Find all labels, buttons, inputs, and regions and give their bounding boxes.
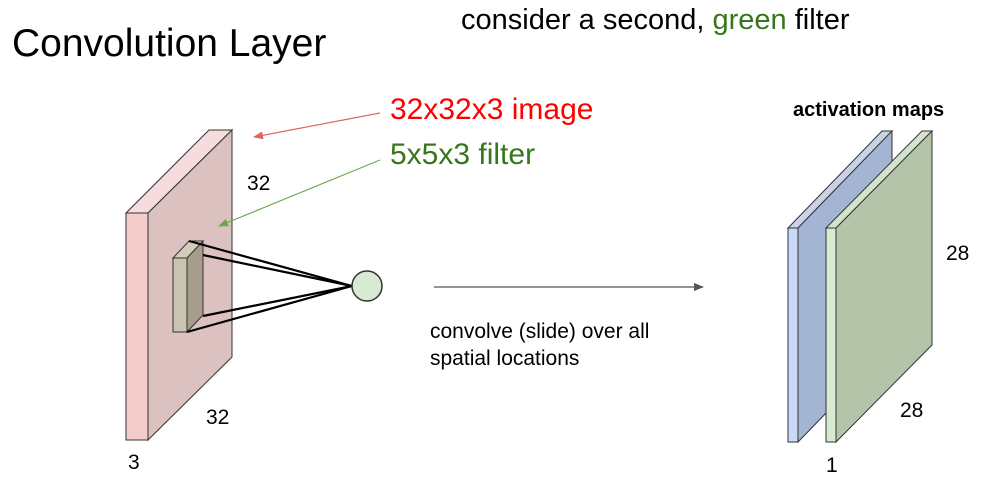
connection-line: [202, 284, 353, 318]
filter-box-front: [172, 257, 188, 333]
subtitle-text-after: filter: [786, 4, 850, 36]
activation-maps-title: activation maps: [793, 99, 945, 121]
filter-label: 5x5x3 filter: [390, 138, 536, 171]
filter-box: [171, 239, 205, 334]
filter-label-arrow: [218, 159, 381, 227]
convolve-description-line2: spatial locations: [430, 346, 580, 370]
subtitle-highlight: green: [712, 4, 787, 36]
output-neuron: [351, 270, 383, 302]
activation-height-label: 28: [946, 242, 970, 265]
filter-connections: [186, 239, 353, 334]
activation-map-blue-front: [787, 227, 799, 443]
input-height-label: 32: [247, 172, 271, 195]
convolve-description: convolve (slide) over all spatial locati…: [430, 319, 730, 373]
image-label: 32x32x3 image: [390, 93, 594, 126]
activation-map-green-front: [825, 227, 837, 443]
page-title: Convolution Layer: [12, 22, 327, 65]
subtitle-text-before: consider a second,: [461, 4, 713, 36]
connection-line: [188, 239, 353, 288]
activation-width-label: 28: [900, 399, 924, 422]
input-width-label: 32: [206, 406, 230, 429]
activation-depth-label: 1: [826, 454, 838, 477]
connection-line: [186, 284, 353, 334]
input-depth-label: 3: [128, 451, 140, 474]
convolve-description-line1: convolve (slide) over all: [430, 320, 650, 343]
image-label-arrow: [253, 112, 381, 140]
subtitle: consider a second, green filter: [461, 6, 850, 35]
activation-map-green: [824, 129, 934, 444]
connection-line: [202, 253, 353, 288]
input-volume-front: [125, 212, 149, 441]
